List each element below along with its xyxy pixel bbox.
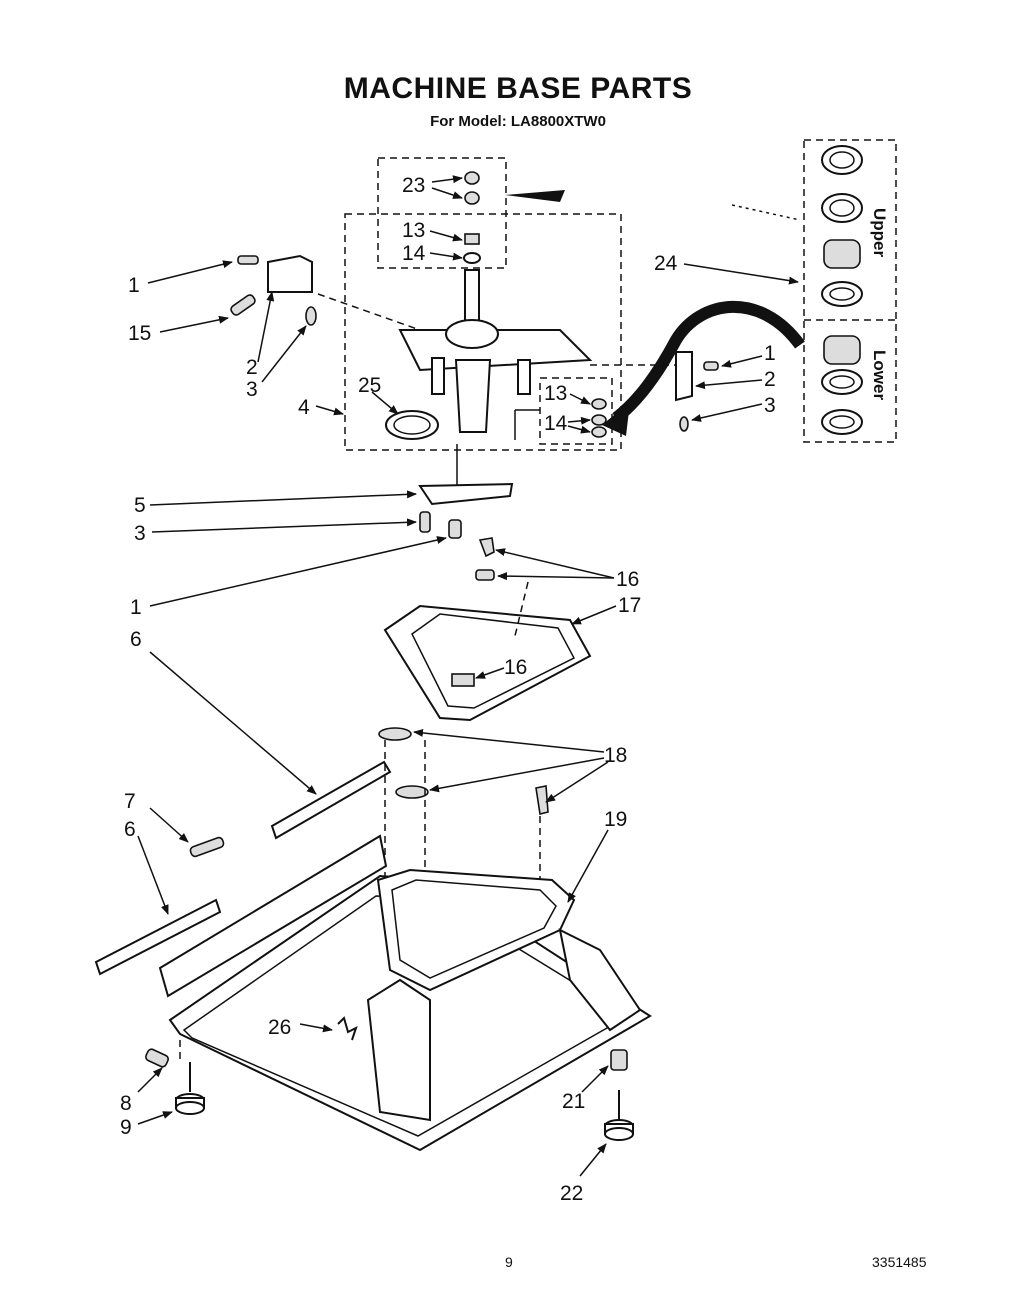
callout-18: 18 <box>604 744 627 767</box>
callout-26: 26 <box>268 1016 291 1039</box>
callout-13-side: 13 <box>544 382 567 405</box>
pivot-dome-assembly <box>383 537 592 722</box>
right-pivot-hardware <box>675 351 719 432</box>
page-title: MACHINE BASE PARTS <box>343 72 693 105</box>
bearing-pointer-arrow <box>612 300 805 423</box>
callout-1-mid: 1 <box>130 596 142 619</box>
callout-19: 19 <box>604 808 627 831</box>
upper-bearing-set <box>821 145 863 307</box>
callout-15: 15 <box>128 322 151 345</box>
page-number: 9 <box>505 1254 513 1270</box>
bolt-small <box>448 519 462 539</box>
callout-6-bottom: 6 <box>124 818 136 841</box>
callout-1-right: 1 <box>764 342 776 365</box>
snubber-parts <box>94 727 549 976</box>
leveling-legs <box>145 1048 634 1141</box>
leader-lines <box>137 175 799 1177</box>
document-code: 3351485 <box>872 1254 927 1270</box>
callout-24: 24 <box>654 252 678 275</box>
callout-9: 9 <box>120 1116 132 1139</box>
shaft-seal-parts <box>463 171 481 264</box>
shaft-parts-box <box>377 157 507 269</box>
callout-7: 7 <box>124 790 136 813</box>
model-subtitle: For Model: LA8800XTW0 <box>430 113 606 130</box>
callout-2-right: 2 <box>764 368 776 391</box>
side-bearing-parts <box>591 398 607 438</box>
callout-3-mid: 3 <box>134 522 146 545</box>
side-bearing-box <box>539 377 613 445</box>
lower-bearing-set <box>821 335 863 435</box>
spring-small <box>419 511 431 533</box>
callout-1-top-left: 1 <box>128 274 140 297</box>
callout-25: 25 <box>358 374 381 397</box>
callout-14-side: 14 <box>544 412 568 435</box>
bearing-label-lower: Lower <box>870 350 889 400</box>
callout-3-right: 3 <box>764 394 776 417</box>
callout-4: 4 <box>298 396 310 419</box>
callout-3-left: 3 <box>246 378 258 401</box>
callout-16-top: 16 <box>616 568 639 591</box>
left-pivot-hardware <box>230 254 317 326</box>
callout-2-left: 2 <box>246 356 258 379</box>
callout-21: 21 <box>562 1090 585 1113</box>
callout-16-mid: 16 <box>504 656 527 679</box>
gearcase-assembly <box>385 269 593 440</box>
callout-14-top: 14 <box>402 242 426 265</box>
spring-clip <box>337 1016 358 1041</box>
bearing-kit-box <box>803 139 897 443</box>
callout-5: 5 <box>134 494 146 517</box>
callout-13-top: 13 <box>402 219 425 242</box>
bearing-label-upper: Upper <box>870 208 889 258</box>
callout-17: 17 <box>618 594 641 617</box>
callout-6-top: 6 <box>130 628 142 651</box>
base-frame <box>158 834 652 1152</box>
callout-8: 8 <box>120 1092 132 1115</box>
gearcase-group-box <box>344 213 622 451</box>
strap-bracket <box>418 482 514 506</box>
callout-22: 22 <box>560 1182 583 1205</box>
callout-23: 23 <box>402 174 425 197</box>
